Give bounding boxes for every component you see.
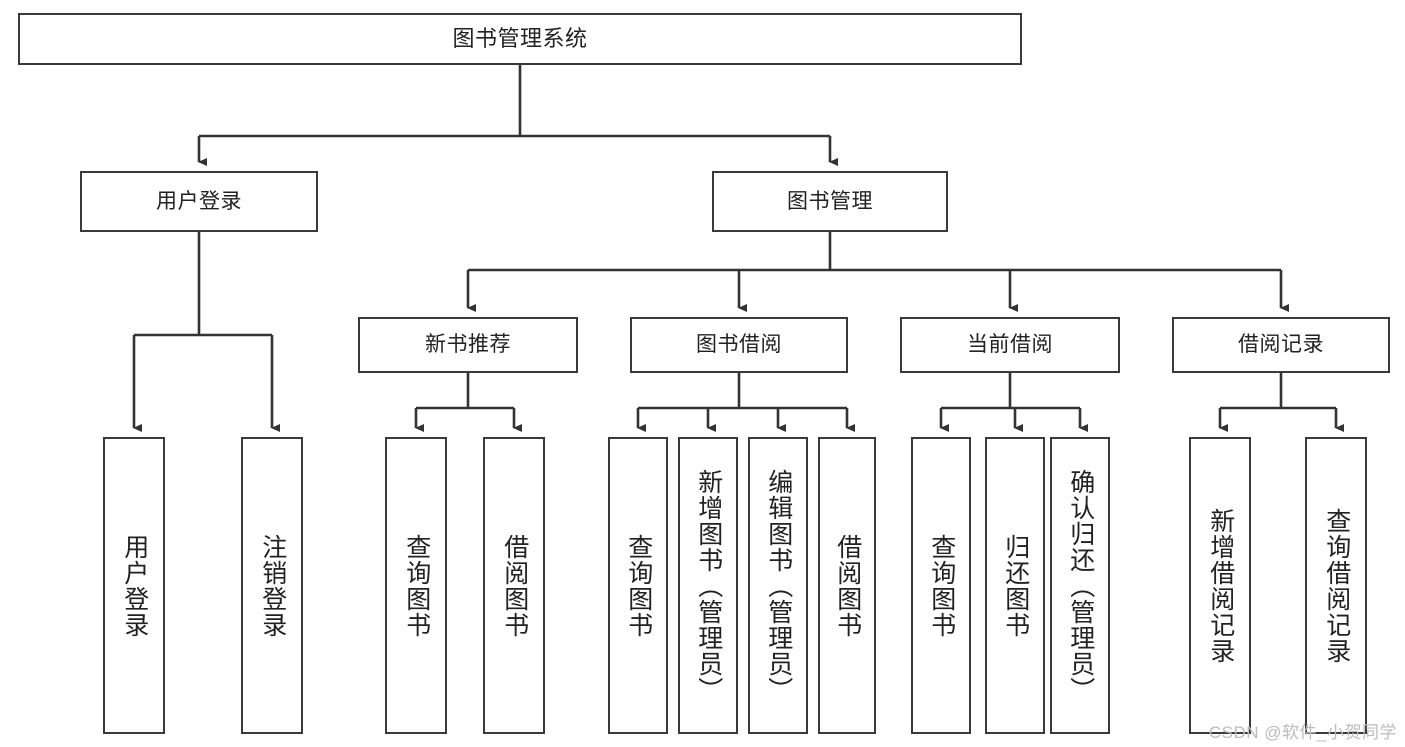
node-l3[interactable]: 查询图书 [385,437,447,734]
node-label: 新增图书（管理员） [694,468,723,703]
node-current[interactable]: 当前借阅 [900,317,1120,373]
node-l5[interactable]: 查询图书 [608,437,668,734]
node-l2[interactable]: 注销登录 [241,437,303,734]
node-borrow[interactable]: 图书借阅 [630,317,848,373]
node-label: 用户登录 [120,533,149,638]
node-label: 注销登录 [258,533,287,638]
node-label: 新书推荐 [425,333,511,357]
node-newbook[interactable]: 新书推荐 [358,317,578,373]
node-label: 归还图书 [1001,533,1030,638]
node-label: 图书借阅 [696,333,782,357]
node-label: 编辑图书（管理员） [764,468,793,703]
node-l6[interactable]: 新增图书（管理员） [678,437,738,734]
node-l10[interactable]: 归还图书 [985,437,1045,734]
node-label: 确认归还（管理员） [1066,468,1095,703]
node-label: 查询图书 [927,533,956,638]
node-label: 图书管理 [787,189,873,213]
node-l11[interactable]: 确认归还（管理员） [1050,437,1110,734]
node-label: 图书管理系统 [452,25,588,51]
node-label: 查询图书 [402,533,431,638]
node-label: 查询图书 [624,533,653,638]
node-label: 借阅记录 [1238,333,1324,357]
node-bookmgmt[interactable]: 图书管理 [712,171,948,232]
node-l9[interactable]: 查询图书 [911,437,971,734]
node-label: 当前借阅 [967,333,1053,357]
node-label: 借阅图书 [500,533,529,638]
node-l4[interactable]: 借阅图书 [483,437,545,734]
node-records[interactable]: 借阅记录 [1172,317,1390,373]
node-label: 查询借阅记录 [1322,507,1351,664]
node-l12[interactable]: 新增借阅记录 [1189,437,1251,734]
node-l8[interactable]: 借阅图书 [818,437,876,734]
node-label: 借阅图书 [833,533,862,638]
watermark: CSDN @软件_小贺同学 [1208,723,1397,742]
node-label: 新增借阅记录 [1206,507,1235,664]
node-root[interactable]: 图书管理系统 [18,13,1022,65]
node-l13[interactable]: 查询借阅记录 [1305,437,1367,734]
node-login[interactable]: 用户登录 [80,171,318,232]
node-label: 用户登录 [156,189,242,213]
node-l7[interactable]: 编辑图书（管理员） [748,437,808,734]
node-l1[interactable]: 用户登录 [103,437,165,734]
